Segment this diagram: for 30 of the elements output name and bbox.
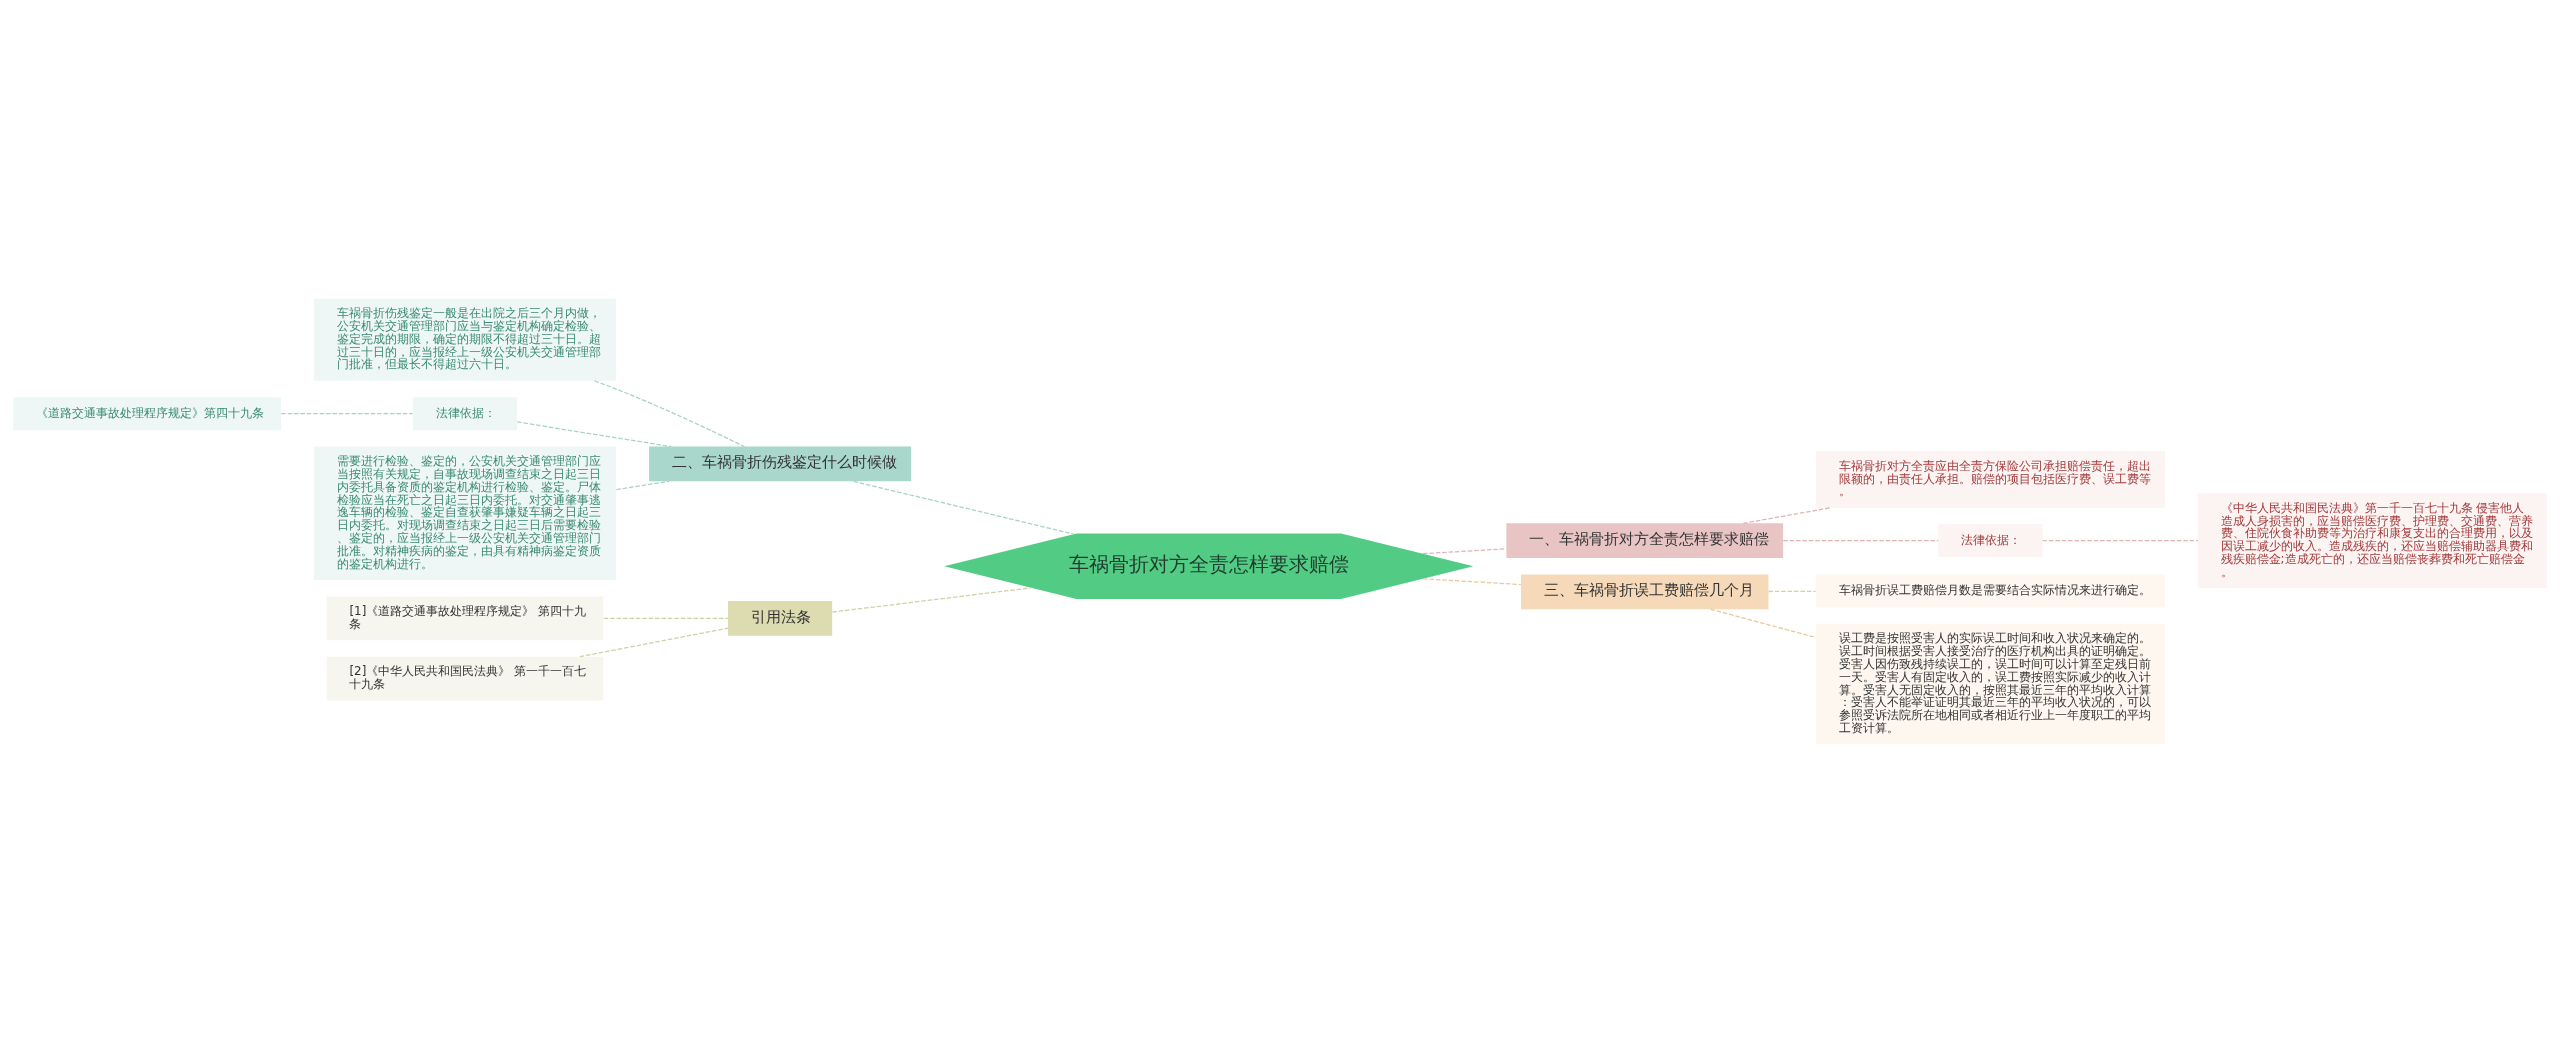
- node-box: 车祸骨折对方全责应由全责方保险公司承担赔偿责任，超出限额的，由责任人承担。赔偿的项目包括医疗费、误工费等。: [1816, 451, 2165, 508]
- connector: [853, 480, 1075, 535]
- connector: [593, 380, 745, 448]
- connector: [2041, 540, 2199, 542]
- connector: [1742, 507, 1831, 524]
- node-box: [1]《道路交通事故处理程序规定》 第四十九条: [326, 596, 604, 641]
- node-box: [2]《中华人民共和国民法典》 第一千一百七十九条: [326, 656, 604, 701]
- connector: [1767, 590, 1817, 593]
- connector: [603, 617, 729, 619]
- node-box: 三、车祸骨折误工费赔偿几个月: [1521, 574, 1769, 610]
- node-box: 法律依据：: [412, 397, 518, 431]
- node-box: 需要进行检验、鉴定的，公安机关交通管理部门应当按照有关规定，自事故现场调查结束之日起三日内委托具备资质的鉴定机构进行检验、鉴定。尸体检验应当在死亡之日起三日内委托。对交通肇事逃逸车辆的检验、鉴定自查获肇事嫌疑车辆之日起三日内委托。对现场调查结束之日起三日后需要检验、鉴定的，应当报经上一级公安机关交通管理部门批准。对精神疾病的鉴定，由具有精神病鉴定资质的鉴定机构进行。: [313, 446, 617, 580]
- node-box: 引用法条: [728, 600, 833, 636]
- node-box: 误工费是按照受害人的实际误工时间和收入状况来确定的。误工时间根据受害人接受治疗的医疗机构出具的证明确定。受害人因伤致残持续误工的，误工时间可以计算至定残日前一天。受害人有固定收入的，误工费按照实际减少的收入计算。受害人无固定收入的，按照其最近三年的平均收入计算：受害人不能举证证明其最近三年的平均收入状况的，可以参照受诉法院所在地相同或者相近行业上一年度职工的平均工资计算。: [1816, 623, 2165, 745]
- node-box: 车祸骨折伤残鉴定一般是在出院之后三个月内做，公安机关交通管理部门应当与鉴定机构确定检验、鉴定完成的期限，确定的期限不得超过三十日。超过三十日的，应当报经上一级公安机关交通管理部门批准，但最长不得超过六十日。: [313, 298, 617, 381]
- node-box: 车祸骨折误工费赔偿月数是需要结合实际情况来进行确定。: [1816, 574, 2165, 608]
- node-box: 《中华人民共和国民法典》第一千一百七十九条 侵害他人造成人身损害的，应当赔偿医疗费、护理费、交通费、营养费、住院伙食补助费等为治疗和康复支出的合理费用，以及因误工减少的收入。造成残疾的，还应当赔偿辅助器具费和残疾赔偿金;造成死亡的，还应当赔偿丧葬费和死亡赔偿金。: [2197, 493, 2547, 589]
- node-box: 一、车祸骨折对方全责怎样要求赔偿: [1506, 523, 1784, 559]
- connector: [516, 421, 672, 448]
- connector: [1422, 578, 1522, 586]
- node-box: 法律依据：: [1938, 524, 2043, 558]
- connector: [1422, 548, 1507, 555]
- connector: [1782, 540, 1939, 542]
- connector: [579, 627, 729, 658]
- connector: [831, 587, 1032, 613]
- node-box: 二、车祸骨折伤残鉴定什么时候做: [649, 446, 912, 482]
- connector: [280, 413, 414, 415]
- connector: [1710, 608, 1817, 639]
- node-box: 《道路交通事故处理程序规定》第四十九条: [13, 397, 281, 431]
- connector: [615, 480, 670, 491]
